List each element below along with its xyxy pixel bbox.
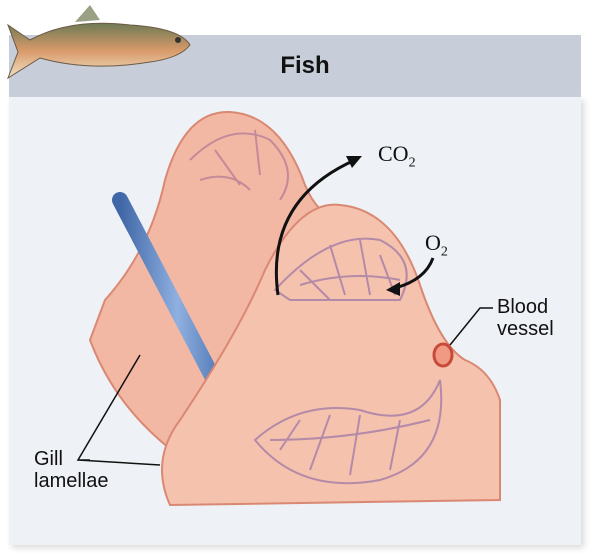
o2-label: O2	[425, 230, 448, 260]
red-blood-vessel	[432, 342, 454, 368]
trout-illustration	[6, 5, 191, 80]
blood-vessel-leader	[449, 307, 493, 346]
page-title: Fish	[280, 52, 330, 79]
co2-arrow	[274, 156, 362, 296]
co2-label: CO2	[378, 141, 416, 171]
o2-arrow	[386, 257, 435, 296]
gill-leader	[76, 354, 161, 466]
